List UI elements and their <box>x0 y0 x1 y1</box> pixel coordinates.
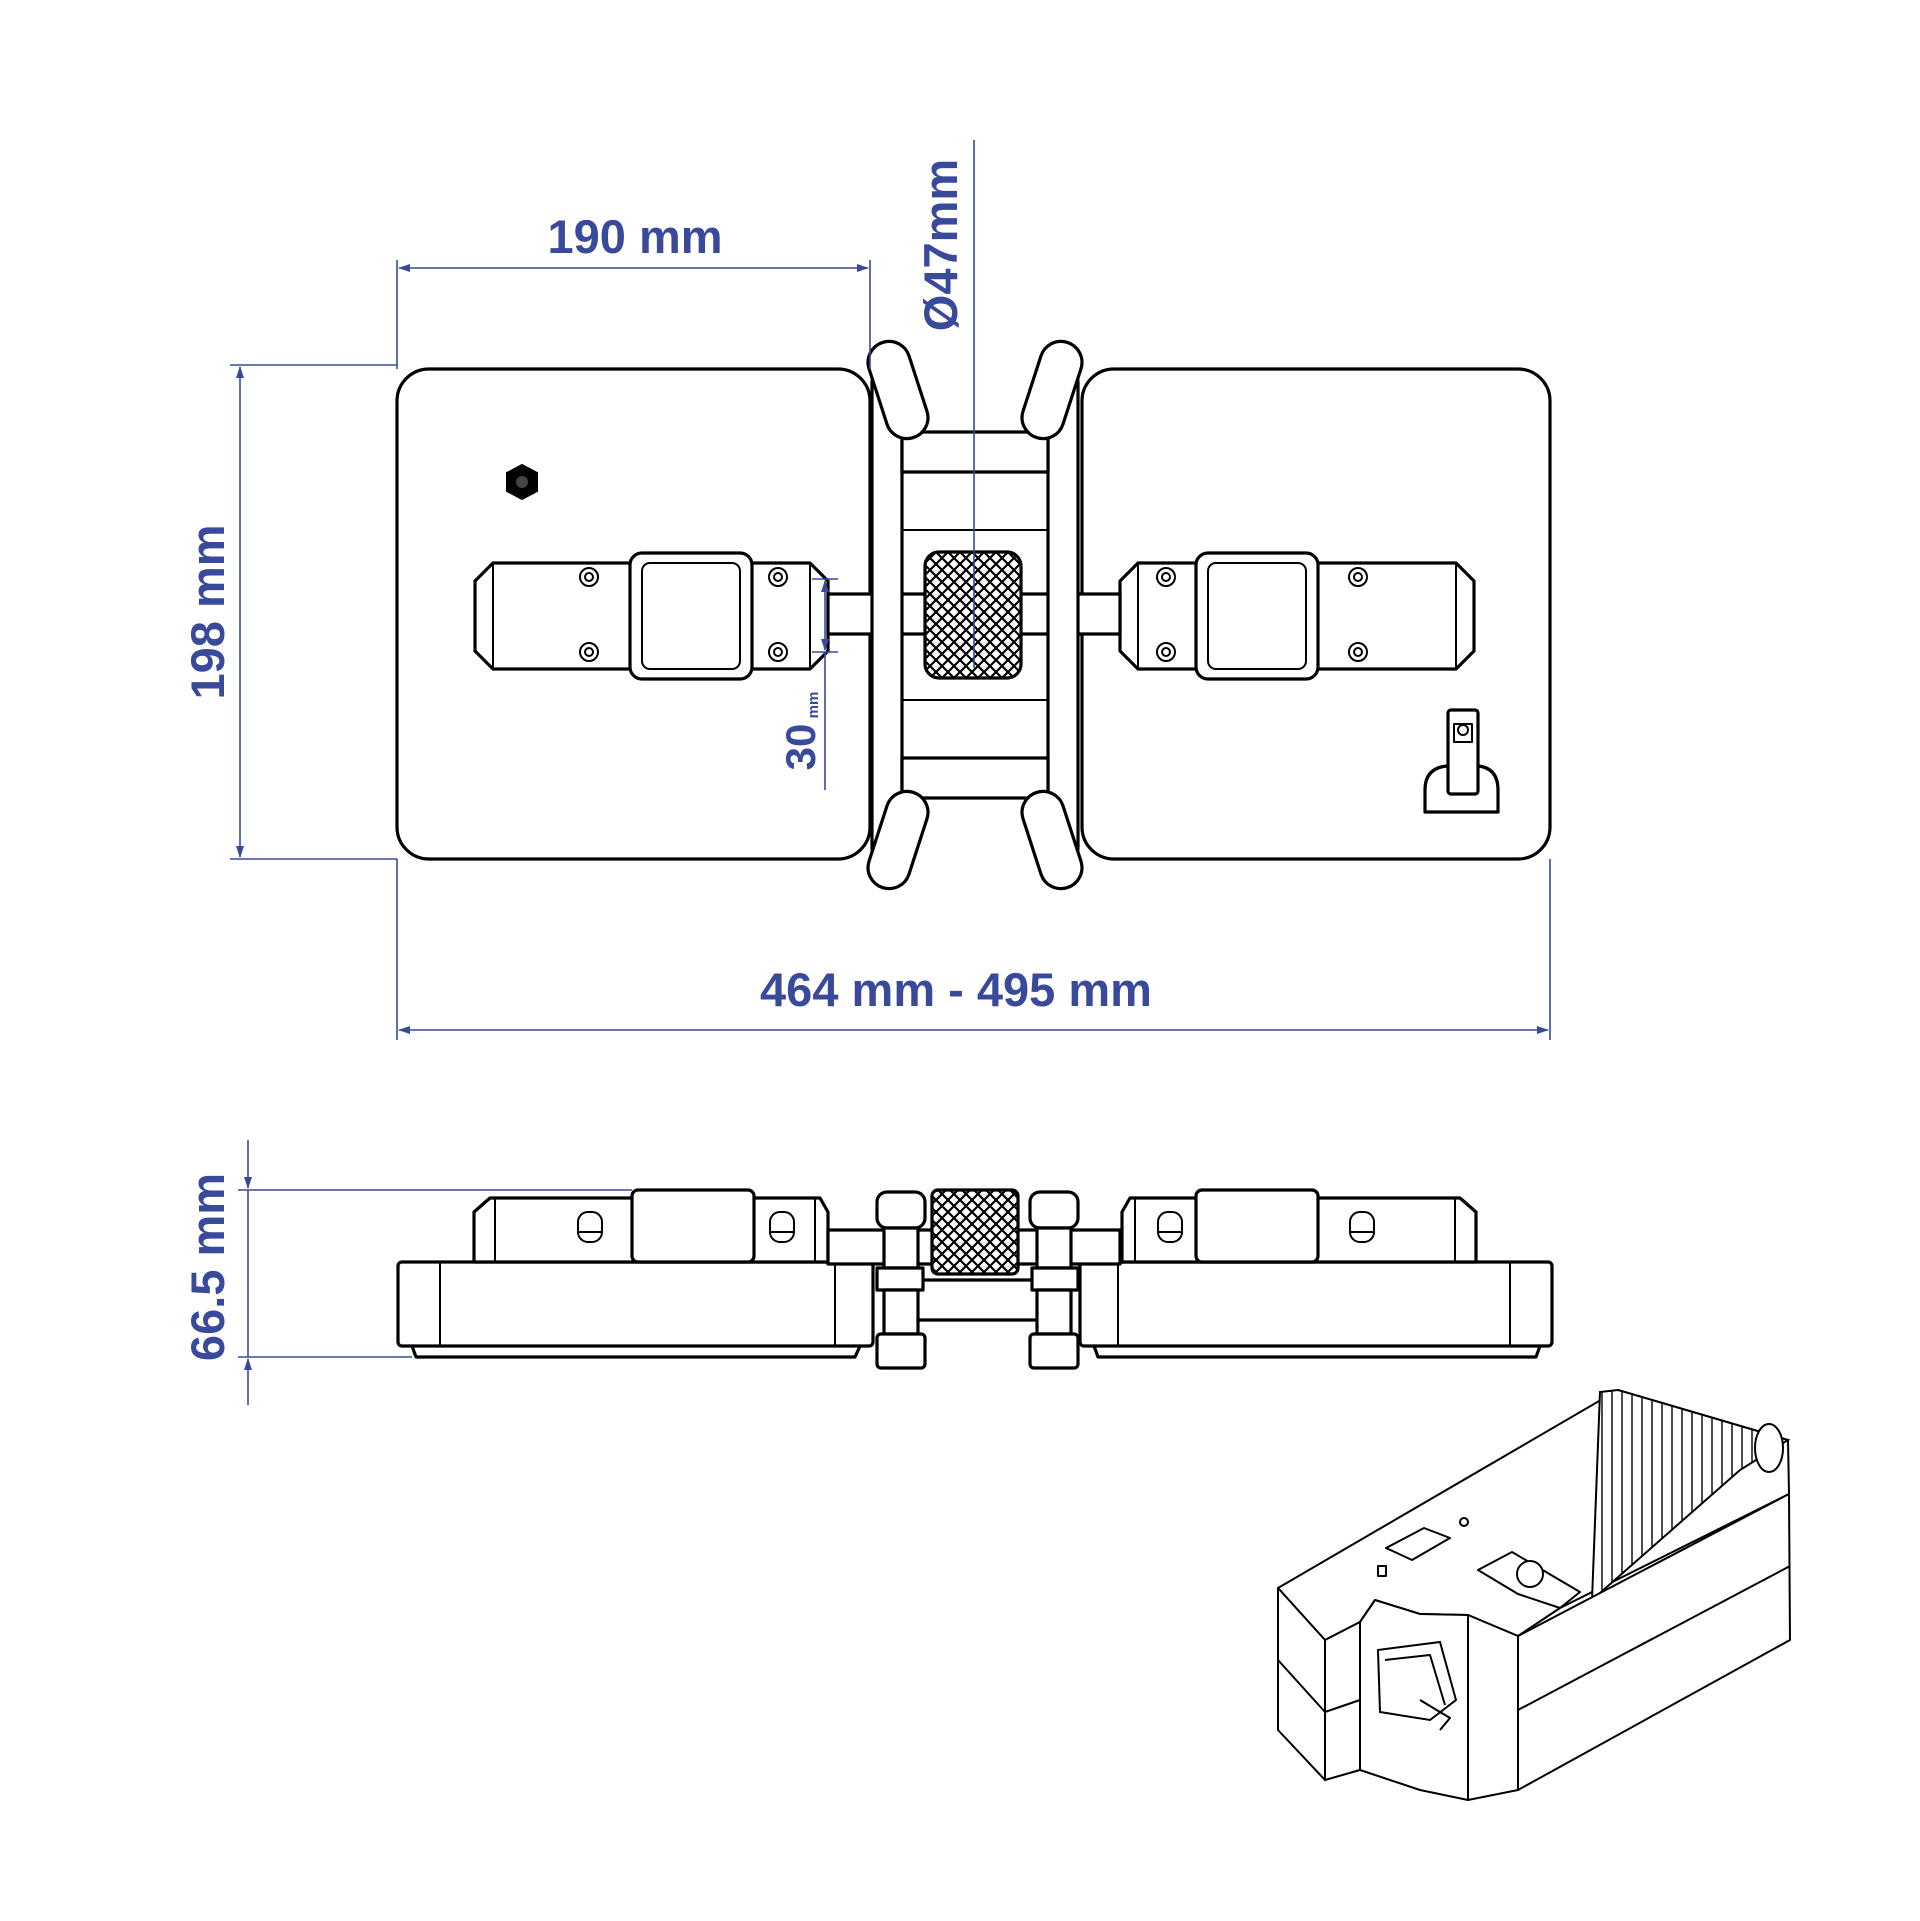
side-view <box>396 1188 1554 1370</box>
center-frame <box>870 370 1080 860</box>
dimension-lines <box>230 140 1551 1405</box>
isometric-view <box>1277 1388 1791 1801</box>
dim-plate-width: 190 mm <box>547 210 722 263</box>
right-clamp-block <box>1118 551 1476 681</box>
left-fitting <box>875 1190 927 1370</box>
dim-plate-height: 198 mm <box>181 524 234 699</box>
dim-knob-diameter: Ø47mm <box>914 159 967 331</box>
right-fitting <box>1028 1190 1080 1370</box>
knurled-knob <box>923 550 1023 680</box>
handles <box>866 339 1084 891</box>
latch-icon <box>1423 708 1500 814</box>
top-view <box>395 339 1552 891</box>
left-base <box>396 1260 875 1348</box>
knurled-knob-side <box>930 1188 1020 1276</box>
dimension-labels: 190 mm 464 mm - 495 mm 198 mm Ø47mm 30 m… <box>181 159 1152 1361</box>
right-base <box>1078 1260 1554 1348</box>
left-clamp-block <box>473 551 830 681</box>
hex-nut-icon <box>506 463 538 501</box>
right-side-block <box>1120 1188 1478 1264</box>
dim-side-height: 66.5 mm <box>181 1173 234 1361</box>
left-side-block <box>472 1188 830 1264</box>
dim-total-width: 464 mm - 495 mm <box>760 963 1152 1016</box>
dim-clamp-unit: mm <box>805 692 822 719</box>
dim-clamp-value: 30 <box>777 724 824 771</box>
